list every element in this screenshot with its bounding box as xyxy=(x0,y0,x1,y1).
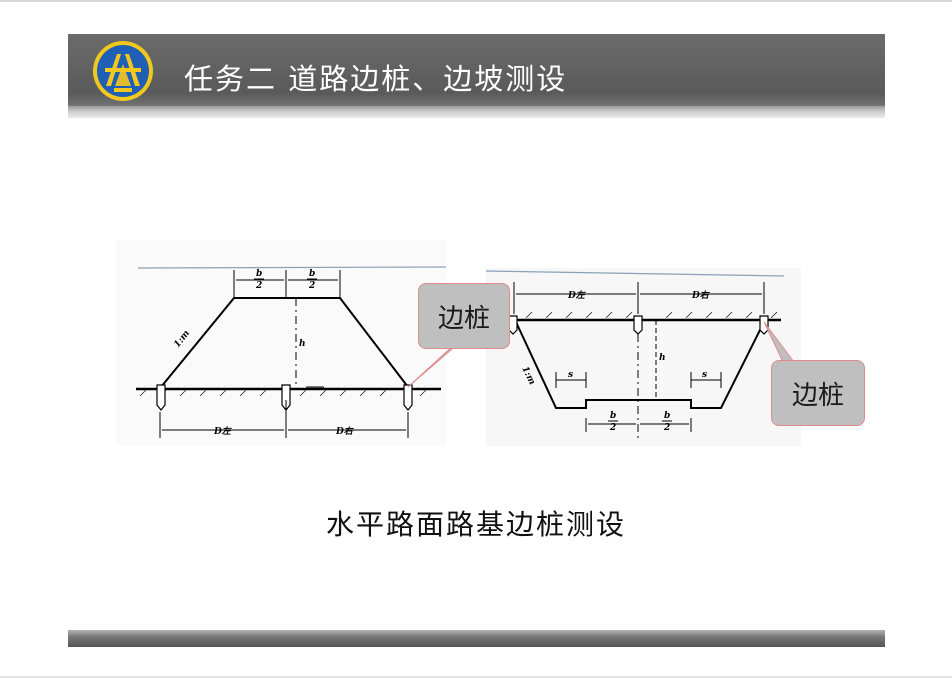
ground-hatching-left xyxy=(139,389,427,397)
svg-text:b: b xyxy=(610,411,616,421)
svg-text:s: s xyxy=(568,370,573,380)
svg-text:2: 2 xyxy=(663,423,670,433)
ground-hatching-right xyxy=(525,311,778,319)
svg-text:b: b xyxy=(664,411,670,421)
left-top-line xyxy=(137,266,447,269)
figure-caption: 水平路面路基边桩测设 xyxy=(325,508,626,541)
stake-markers-left xyxy=(156,384,413,411)
svg-text:s: s xyxy=(702,370,707,380)
header-bar: 任务二 道路边桩、边坡测设 xyxy=(68,34,885,118)
callout-left-label: 边桩 xyxy=(437,303,490,334)
roadbed-diagram: b2 b2 1:m h D左 D右 xyxy=(116,240,801,446)
page-title: 任务二 道路边桩、边坡测设 xyxy=(184,62,568,96)
svg-text:b: b xyxy=(256,269,262,279)
svg-text:h: h xyxy=(299,339,306,349)
right-top-line xyxy=(485,270,785,277)
callout-right-label: 边桩 xyxy=(791,380,844,411)
stake-markers-right xyxy=(508,315,769,335)
svg-text:2: 2 xyxy=(255,281,262,291)
svg-text:D左: D左 xyxy=(213,426,233,437)
svg-text:D右: D右 xyxy=(335,426,355,437)
right-panel-bg xyxy=(486,268,801,446)
svg-text:2: 2 xyxy=(308,281,315,291)
bottom-divider xyxy=(0,676,952,678)
top-divider xyxy=(0,0,952,2)
svg-text:2: 2 xyxy=(609,423,616,433)
callout-right: 边桩 xyxy=(771,360,865,426)
left-panel-bg xyxy=(116,240,446,445)
svg-text:D右: D右 xyxy=(691,290,711,301)
footer-bar xyxy=(68,630,885,647)
svg-text:h: h xyxy=(659,353,666,363)
header-stripe xyxy=(68,106,885,118)
right-dimension-lines xyxy=(513,282,765,440)
callout-left: 边桩 xyxy=(418,283,510,349)
left-dimension-lines xyxy=(159,270,409,438)
logo-icon xyxy=(93,41,153,101)
svg-text:b: b xyxy=(309,269,315,279)
svg-text:D左: D左 xyxy=(567,290,587,301)
